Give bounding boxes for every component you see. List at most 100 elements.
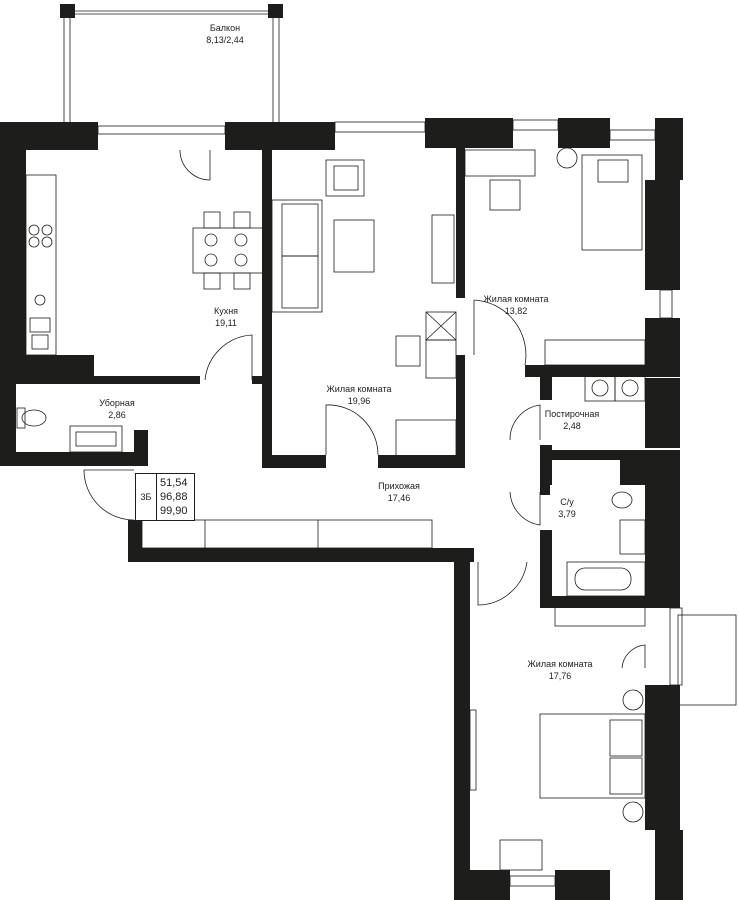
bathroom-label: С/у 3,79	[558, 496, 576, 520]
bottom-wall	[454, 870, 510, 900]
living3-label: Жилая комната 17,76	[527, 658, 592, 682]
partition	[456, 148, 465, 298]
bed	[581, 154, 643, 251]
window	[334, 121, 426, 133]
hall-bottom-wall	[128, 548, 474, 562]
toilet-label: Уборная 2,86	[99, 397, 135, 421]
toilet-bowl	[21, 409, 47, 427]
laundry-block	[620, 455, 648, 485]
window	[512, 119, 559, 131]
room-area: 2,86	[108, 410, 126, 420]
top-wall	[655, 118, 683, 180]
hob	[28, 224, 40, 236]
right-wall	[645, 458, 680, 608]
window	[97, 125, 226, 135]
plate	[234, 233, 248, 247]
plate	[204, 233, 218, 247]
toilet-tank	[16, 407, 26, 429]
living1-bottom-wall	[262, 455, 326, 468]
room-name: Балкон	[209, 23, 241, 33]
kitchen-door-2	[204, 334, 253, 381]
wardrobe-corner	[395, 419, 457, 455]
kitchen-door	[179, 149, 211, 181]
top-wall	[558, 118, 610, 148]
right-wall	[645, 378, 680, 448]
pillow	[609, 757, 643, 795]
balcony-label: Балкон 8,13/2,44	[206, 22, 244, 46]
washer-drum	[621, 379, 639, 397]
room-area: 8,13/2,44	[206, 35, 244, 45]
bottom-wall	[555, 870, 610, 900]
living1-label: Жилая комната 19,96	[326, 383, 391, 407]
bed	[539, 713, 646, 799]
room-area: 2,48	[563, 421, 581, 431]
kitchen-label: Кухня 19,11	[214, 305, 238, 329]
dining-table	[192, 227, 264, 274]
bathroom-wall	[540, 530, 552, 606]
room-name: Уборная	[99, 398, 135, 408]
toilet-door	[83, 469, 135, 521]
toilet-sink	[75, 431, 117, 447]
room-name: Кухня	[213, 306, 239, 316]
room-area: 17,46	[387, 493, 411, 503]
left-wall	[0, 122, 26, 382]
area-summary: 3Б 51,54 96,88 99,90	[135, 473, 195, 521]
living1-door	[325, 404, 379, 456]
room-name: Постирочная	[544, 409, 600, 419]
living2-label: Жилая комната 13,82	[483, 293, 548, 317]
living2-door	[473, 299, 527, 366]
sink	[31, 334, 49, 350]
hall-wardrobe	[141, 519, 433, 549]
room-area: 17,76	[548, 671, 572, 681]
right-wall	[645, 180, 680, 290]
pillow	[609, 719, 643, 757]
dryer	[614, 375, 646, 402]
right-wall	[645, 685, 680, 830]
area-values: 51,54 96,88 99,90	[160, 476, 188, 518]
laundry-wall	[540, 365, 552, 400]
toilet-door-jamb	[134, 430, 148, 466]
room-area: 19,96	[347, 396, 371, 406]
sink	[34, 294, 46, 306]
window	[609, 129, 656, 141]
room-name: Жилая комната	[483, 294, 549, 304]
room-name: С/у	[560, 497, 574, 507]
desk-chair	[395, 335, 421, 367]
kitchen-wall	[16, 376, 200, 384]
sofa-seat	[281, 255, 319, 309]
total-area: 96,88	[160, 491, 188, 503]
window	[509, 875, 556, 887]
laundry-bottom-wall	[540, 450, 680, 460]
living-area: 51,54	[160, 477, 188, 489]
kitchen-wall	[16, 355, 94, 377]
walls	[0, 4, 683, 900]
right-wall	[655, 830, 683, 900]
chair	[203, 211, 221, 229]
kitchen-counter	[25, 174, 57, 356]
pillow	[597, 159, 629, 183]
bottom-wall-left	[0, 452, 140, 466]
tv-stand	[431, 214, 455, 284]
living3-door-2	[621, 644, 646, 669]
hob	[41, 236, 53, 248]
room-area: 19,11	[215, 318, 237, 328]
plate	[234, 253, 248, 267]
living1-bottom-wall	[378, 455, 464, 468]
apartment-type: 3Б	[136, 474, 157, 520]
laundry-label: Постирочная 2,48	[545, 408, 599, 432]
desk	[464, 149, 536, 177]
bathtub	[566, 561, 646, 597]
room-area: 3,79	[558, 509, 576, 519]
chair	[233, 211, 251, 229]
room-name: Жилая комната	[527, 659, 593, 669]
room-name: Жилая комната	[326, 384, 392, 394]
bathtub-inner	[574, 567, 632, 591]
nightstand	[556, 147, 578, 169]
bathroom-toilet	[611, 491, 633, 509]
hob	[28, 236, 40, 248]
right-wall	[645, 318, 680, 368]
bathroom-bottom-wall	[540, 596, 678, 608]
wardrobe	[544, 339, 646, 366]
desk	[425, 339, 457, 379]
nightstand	[622, 801, 644, 823]
